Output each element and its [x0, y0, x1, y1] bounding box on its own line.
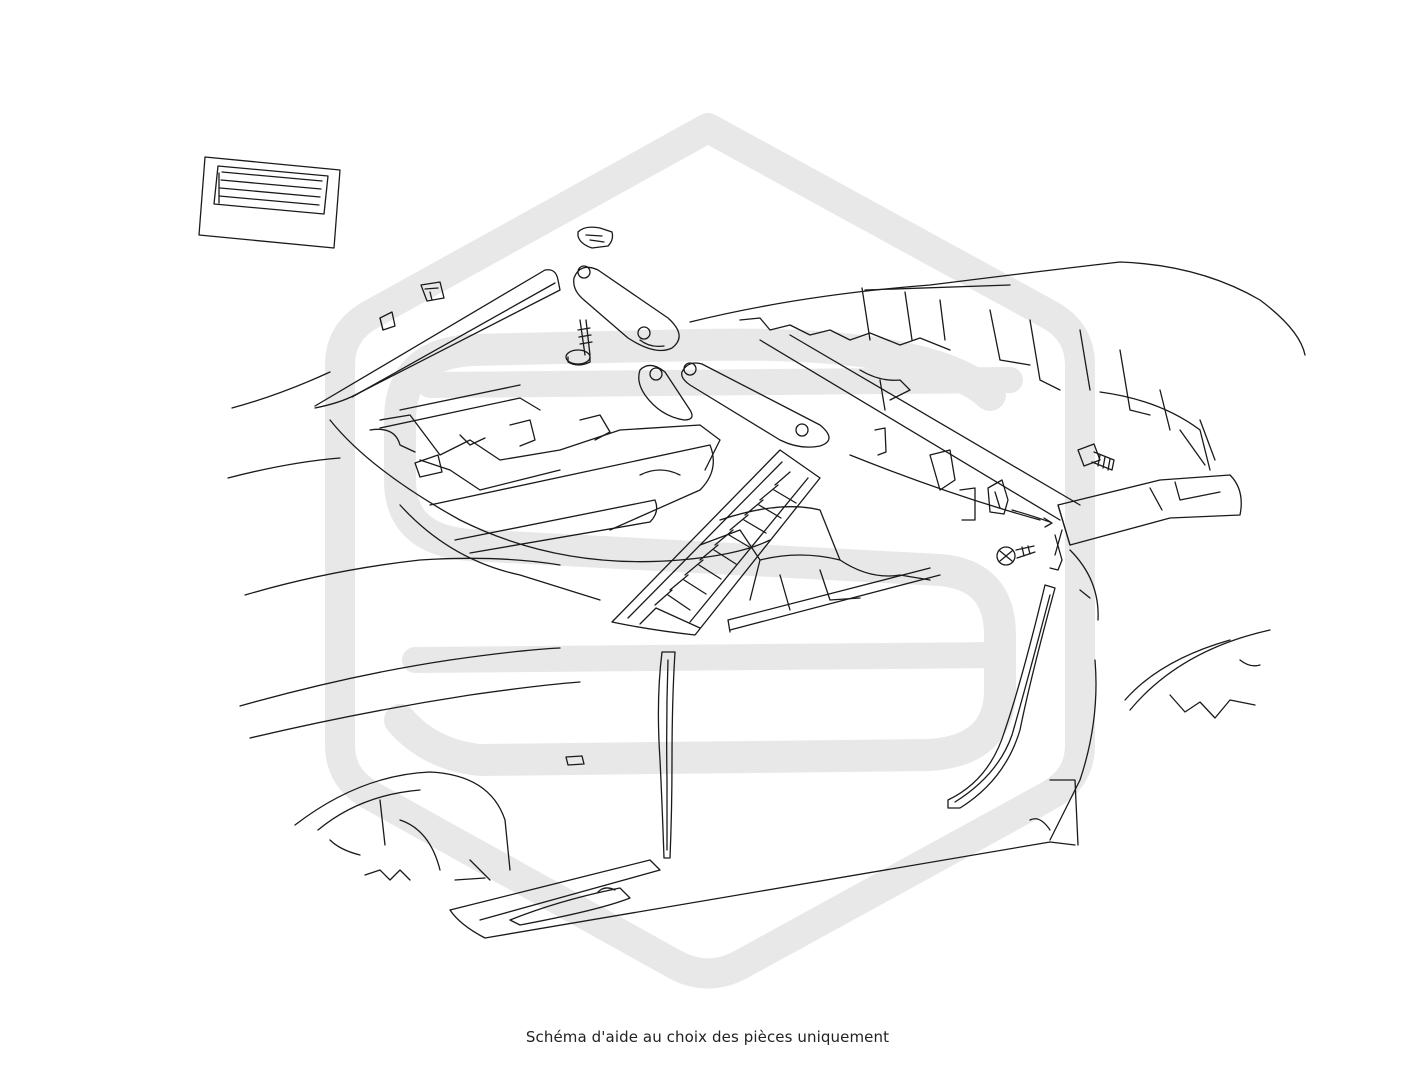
label-sticker-icon: [198, 156, 341, 249]
screw-with-washer-icon: [996, 545, 1036, 566]
sun-visor-left-icon: [573, 265, 680, 352]
car-body-outline: [227, 261, 1306, 939]
bolt-icon: [1077, 443, 1115, 471]
visor-clip-icon: [577, 226, 614, 249]
fastener-clip-icon: [987, 479, 1053, 528]
line-drawing: [198, 156, 1306, 939]
side-trim-panel-icon: [1049, 474, 1242, 571]
watermark-logo: [325, 113, 1095, 989]
retainer-clip-icon: [379, 281, 445, 331]
a-pillar-trim-icon: [314, 269, 561, 409]
door-weatherstrip-rear-icon: [947, 584, 1056, 809]
cowl-vent-grille-icon: [611, 449, 821, 636]
tapping-screw-icon: [565, 319, 593, 366]
door-weatherstrip-front-icon: [657, 651, 676, 859]
diagram-caption: Schéma d'aide au choix des pièces unique…: [525, 1028, 890, 1046]
sun-visor-right-icon: [638, 362, 830, 448]
